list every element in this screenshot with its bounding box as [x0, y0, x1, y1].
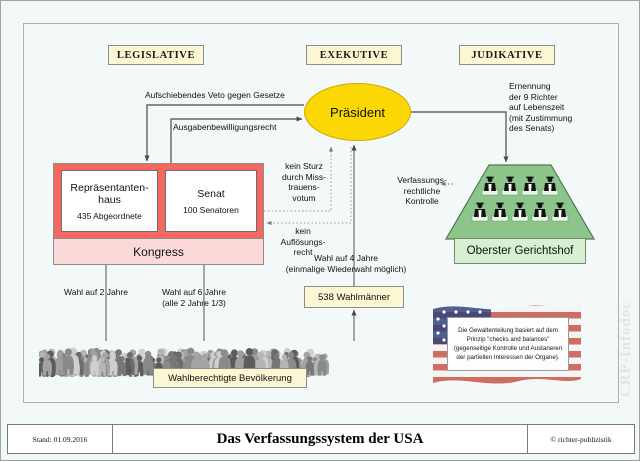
person-silhouette	[54, 351, 65, 375]
person-silhouette	[42, 353, 52, 376]
president-node: Präsident	[304, 83, 411, 141]
judge-icon	[511, 202, 529, 222]
judge-icon	[551, 202, 569, 222]
president-label: Präsident	[330, 104, 385, 120]
person-silhouette	[317, 354, 327, 376]
congress-label-bar: Kongress	[53, 239, 264, 265]
judge-icon	[541, 176, 559, 196]
chamber-house-title: Repräsentanten- haus	[70, 181, 149, 206]
judge-icon	[501, 176, 519, 196]
us-flag-illustration: Die Gewaltenteilung basiert auf dem Prin…	[431, 299, 583, 391]
judge-icon	[491, 202, 509, 222]
branch-header-exekutive: EXEKUTIVE	[306, 45, 402, 65]
electoral-college-node: 538 Wahlmänner	[304, 286, 404, 308]
judge-icon	[471, 202, 489, 222]
person-silhouette	[117, 356, 127, 377]
footer-credit-text: richter-publizistik	[558, 434, 612, 444]
electorate-crowd-illustration	[39, 347, 330, 377]
checks-and-balances-note: Die Gewaltenteilung basiert auf dem Prin…	[447, 317, 569, 371]
label-suspensive-veto: Aufschiebendes Veto gegen Gesetze	[145, 90, 285, 100]
person-silhouette	[90, 355, 99, 376]
copyright-icon: ©	[550, 434, 557, 444]
label-appointment: Ernennung der 9 Richter auf Lebenszeit (…	[509, 81, 573, 133]
person-silhouette	[305, 356, 314, 376]
footer-bar: Stand: 01.09.2016 Das Verfassungssystem …	[7, 424, 635, 454]
label-judicial-review: Verfassungs- rechtliche Kontrolle	[397, 175, 447, 206]
chamber-senate-title: Senat	[197, 187, 225, 200]
person-silhouette	[62, 348, 75, 375]
judge-icon	[531, 202, 549, 222]
person-silhouette	[108, 354, 118, 376]
person-silhouette	[142, 350, 154, 375]
chamber-senate-count: 100 Senatoren	[183, 204, 239, 215]
chamber-house: Repräsentanten- haus 435 Abgeordnete	[61, 170, 158, 232]
chamber-senate: Senat 100 Senatoren	[165, 170, 257, 232]
branch-header-legislative: LEGISLATIVE	[108, 45, 204, 65]
label-president-term: Wahl auf 4 Jahre (einmalige Wiederwahl m…	[285, 253, 407, 274]
label-senate-term: Wahl auf 6 Jahre (alle 2 Jahre 1/3)	[162, 287, 226, 308]
branch-header-judikative: JUDIKATIVE	[459, 45, 555, 65]
supreme-court-node: Oberster Gerichtshof	[445, 164, 595, 266]
judge-icon	[521, 176, 539, 196]
footer-credit: © richter-publizistik	[527, 425, 634, 453]
supreme-court-label-bar: Oberster Gerichtshof	[454, 238, 586, 264]
judge-icon	[481, 176, 499, 196]
person-silhouette	[98, 357, 107, 376]
label-budget-right: Ausgabenbewilligungsrecht	[173, 122, 277, 132]
footer-date: Stand: 01.09.2016	[8, 425, 113, 453]
label-no-dissolution: kein Auflösungs- recht	[280, 226, 326, 257]
court-judges-group	[471, 176, 569, 222]
label-house-term: Wahl auf 2 Jahre	[64, 287, 128, 297]
congress-node: Repräsentanten- haus 435 Abgeordnete Sen…	[53, 163, 264, 265]
label-no-ouster: kein Sturz durch Miss- trauens- votum	[282, 161, 326, 203]
chamber-house-count: 435 Abgeordnete	[77, 210, 142, 221]
footer-title: Das Verfassungssystem der USA	[216, 430, 424, 447]
electorate-node: Wahlberechtigte Bevölkerung	[153, 368, 307, 388]
watermark-text: CRP-Infodoc	[618, 301, 634, 397]
